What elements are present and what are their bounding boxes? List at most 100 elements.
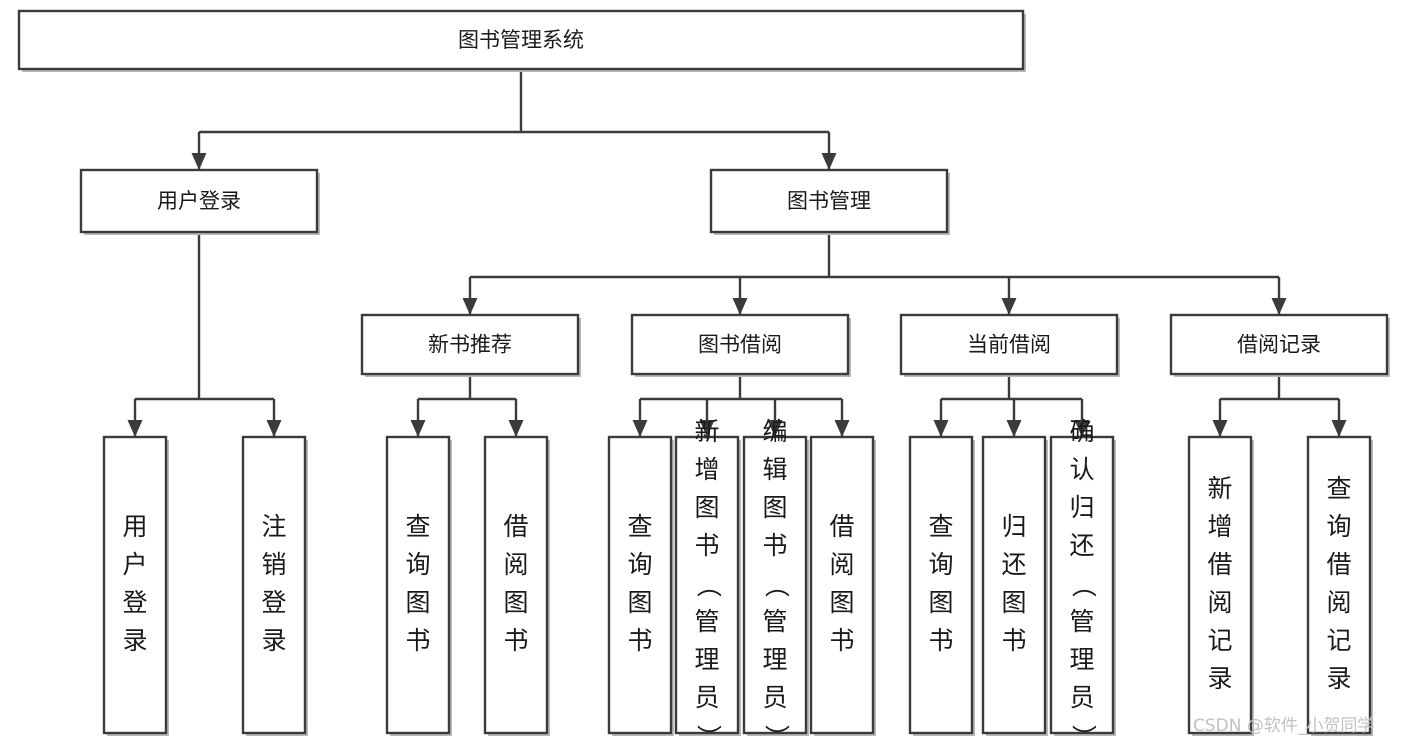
node-label-char: 认 <box>1069 455 1094 484</box>
node-label: 图书借阅 <box>698 333 782 357</box>
node-label-char: 书 <box>829 626 854 655</box>
node-label-char: 询 <box>405 550 430 579</box>
node-label: 用户登录 <box>157 189 241 213</box>
node-label-char: 借 <box>1207 550 1232 579</box>
node-label-char: ） <box>694 724 723 747</box>
node-label-char: 书 <box>762 531 787 560</box>
node-label-char: 录 <box>1207 664 1232 693</box>
node-label-char: 员 <box>694 683 719 712</box>
node-label-char: 注 <box>261 512 286 541</box>
node-new-book-recommend[interactable]: 新书推荐 <box>360 313 581 377</box>
node-label-char: 图 <box>694 493 719 522</box>
node-book-manage[interactable]: 图书管理 <box>709 168 950 235</box>
node-label-char: 管 <box>1069 607 1094 636</box>
node-label-char: 书 <box>1001 626 1026 655</box>
node-label-char: 图 <box>1001 588 1026 617</box>
node-label-char: （ <box>694 572 723 597</box>
node-label-char: 图 <box>829 588 854 617</box>
node-label-char: 录 <box>122 626 147 655</box>
node-label-char: 增 <box>694 455 719 484</box>
node-label-char: 理 <box>694 645 719 674</box>
node-label-char: 归 <box>1001 512 1026 541</box>
node-label-char: 图 <box>928 588 953 617</box>
node-label: 新书推荐 <box>428 333 512 357</box>
node-label-char: 管 <box>694 607 719 636</box>
node-label-char: 员 <box>1069 683 1094 712</box>
node-label-char: 新 <box>1207 474 1232 503</box>
node-current-borrow[interactable]: 当前借阅 <box>899 313 1120 377</box>
node-label-char: 员 <box>762 683 787 712</box>
node-label-char: 阅 <box>829 550 854 579</box>
node-label-char: 录 <box>261 626 286 655</box>
node-label-char: 用 <box>122 512 147 541</box>
node-label: 图书管理系统 <box>458 28 584 52</box>
node-layer: 图书管理系统用户登录图书管理新书推荐图书借阅当前借阅借阅记录用户登录注销登录查询… <box>17 9 1390 747</box>
watermark-layer: CSDN @软件_小贺同学 <box>1193 716 1374 736</box>
node-label-char: 图 <box>762 493 787 522</box>
node-label-char: 阅 <box>1326 588 1351 617</box>
node-label-char: 管 <box>762 607 787 636</box>
node-label-char: 销 <box>261 550 286 579</box>
node-label-char: ） <box>762 724 791 747</box>
edge-layer <box>127 69 1347 437</box>
node-label-char: 图 <box>503 588 528 617</box>
node-label: 当前借阅 <box>967 333 1051 357</box>
node-label-char: 记 <box>1326 626 1351 655</box>
node-label-char: 阅 <box>1207 588 1232 617</box>
node-user-login[interactable]: 用户登录 <box>79 168 320 235</box>
node-label-char: 登 <box>122 588 147 617</box>
node-leaf-user-login[interactable]: 用户登录 <box>102 435 169 736</box>
node-label-char: 登 <box>261 588 286 617</box>
node-label-char: 书 <box>627 626 652 655</box>
node-label-char: 还 <box>1001 550 1026 579</box>
node-label-char: 记 <box>1207 626 1232 655</box>
node-label-char: 阅 <box>503 550 528 579</box>
node-label-char: 书 <box>503 626 528 655</box>
node-label-char: 增 <box>1207 512 1232 541</box>
node-label-char: 查 <box>405 512 430 541</box>
node-book-borrow[interactable]: 图书借阅 <box>630 313 851 377</box>
node-label-char: 辑 <box>762 455 787 484</box>
node-label-char: 查 <box>928 512 953 541</box>
node-label-char: 归 <box>1069 493 1094 522</box>
node-label-char: 借 <box>503 512 528 541</box>
node-label-char: 询 <box>928 550 953 579</box>
node-label-char: 询 <box>627 550 652 579</box>
node-borrow-record[interactable]: 借阅记录 <box>1169 313 1390 377</box>
node-label-char: 询 <box>1326 512 1351 541</box>
node-label-char: 图 <box>627 588 652 617</box>
node-label-char: 图 <box>405 588 430 617</box>
node-label-char: 编 <box>762 417 787 446</box>
node-label: 图书管理 <box>787 189 871 213</box>
node-root-图书管理系统[interactable]: 图书管理系统 <box>17 9 1026 72</box>
node-label-char: 确 <box>1069 417 1094 446</box>
node-label-char: 理 <box>1069 645 1094 674</box>
node-label-char: 还 <box>1069 531 1094 560</box>
node-label-char: （ <box>1069 572 1098 597</box>
node-label-char: 查 <box>1326 474 1351 503</box>
node-label-char: 书 <box>694 531 719 560</box>
node-label-char: 借 <box>1326 550 1351 579</box>
node-label-char: 书 <box>405 626 430 655</box>
node-label-char: 录 <box>1326 664 1351 693</box>
node-label: 借阅记录 <box>1237 333 1321 357</box>
node-label-char: 查 <box>627 512 652 541</box>
node-label-char: 理 <box>762 645 787 674</box>
node-label-char: 户 <box>122 550 147 579</box>
node-label-char: 书 <box>928 626 953 655</box>
node-label-char: ） <box>1069 724 1098 747</box>
